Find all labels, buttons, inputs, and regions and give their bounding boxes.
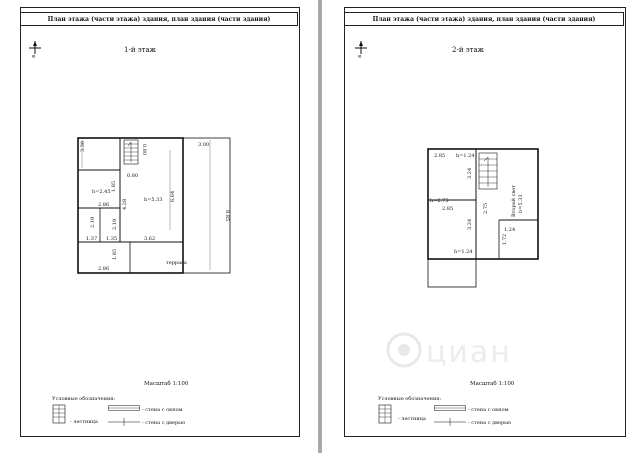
page-title: План этажа (части этажа) здания, план зд… — [344, 12, 624, 26]
room-height-1: h=2.45 — [92, 189, 111, 195]
dim-324b: 3.24 — [467, 219, 473, 230]
dim-124: 1.24 — [504, 227, 515, 233]
legend-title: Условные обозначения: — [378, 396, 442, 402]
stairs-legend-icon — [378, 404, 392, 424]
floor-plan-2: 2.85 h=1.24 3.24 h=2.75 2.85 2.75 3.24 1… — [427, 148, 539, 288]
stairs-icon — [123, 139, 139, 165]
door-wall-legend-icon — [434, 418, 466, 426]
page-2: План этажа (части этажа) здания, план зд… — [322, 0, 640, 453]
dim-324a: 3.24 — [467, 168, 473, 179]
legend-door-wall: - стена с дверью — [142, 420, 186, 426]
legend-window-wall: - стена с окном — [142, 407, 183, 413]
dim-275: 2.75 — [483, 203, 489, 214]
window-wall-legend-icon — [434, 405, 466, 411]
dim-137: 1.37 — [86, 236, 97, 242]
dim-664: 6.64 — [170, 191, 176, 202]
second-light-label: Второй свет — [511, 185, 517, 217]
page-1: План этажа (части этажа) здания, план зд… — [0, 0, 318, 453]
dim-185b: 1.85 — [112, 249, 118, 260]
compass-icon: ю — [29, 41, 41, 59]
svg-text:ю: ю — [32, 54, 36, 59]
floor-label: 2-й этаж — [452, 46, 485, 54]
room-height-275: h=2.75 — [430, 198, 449, 204]
page-frame — [20, 7, 300, 437]
dim-right-height: 8.85 — [224, 210, 230, 221]
dim-172: 1.72 — [502, 234, 508, 245]
window-wall-legend-icon — [108, 405, 140, 411]
floor-label: 1-й этаж — [124, 46, 157, 54]
dim-219b: 2.19 — [112, 219, 118, 230]
dim-top-right: 3.00 — [198, 142, 209, 148]
page-title: План этажа (части этажа) здания, план зд… — [20, 12, 298, 26]
door-wall-legend-icon — [108, 418, 140, 426]
compass-icon: ю — [355, 41, 367, 59]
dim-left-top: 3.36 — [80, 141, 86, 152]
dim-285b: 2.85 — [442, 206, 453, 212]
scale-label: Масштаб 1:100 — [470, 381, 515, 387]
dim-285a: 2.85 — [434, 153, 445, 159]
page-frame — [344, 7, 626, 437]
dim-428: 4.28 — [122, 199, 128, 210]
room-height-124b: h=1.24 — [454, 249, 473, 255]
dim-135: 1.35 — [106, 236, 117, 242]
scale-label: Масштаб 1:100 — [144, 381, 189, 387]
terrace-label: терраса — [166, 260, 187, 266]
room-height-main: h=5.33 — [144, 197, 163, 203]
dim-219a: 2.19 — [90, 217, 96, 228]
svg-text:ю: ю — [358, 54, 362, 59]
dim-362: 3.62 — [144, 236, 155, 242]
stairs-icon — [478, 152, 498, 190]
dim-stair-w: 0.80 — [127, 173, 138, 179]
dim-stair-h: 0.80 — [141, 144, 147, 155]
legend-stairs: - лестница — [398, 416, 426, 422]
legend-stairs: - лестница — [70, 419, 98, 425]
dim-286a: 2.86 — [98, 202, 109, 208]
room-height-533: h=5.33 — [518, 194, 524, 213]
dim-286b: 2.86 — [98, 266, 109, 272]
watermark-logo — [386, 332, 422, 368]
floor-plan-1: 3.00 8.85 3.36 0.80 0.80 h=2.45 1.85 4.2… — [77, 137, 231, 274]
legend-title: Условные обозначения: — [52, 396, 116, 402]
room-height-124a: h=1.24 — [456, 153, 475, 159]
dim-185a: 1.85 — [111, 181, 117, 192]
stairs-legend-icon — [52, 404, 66, 424]
legend-door-wall: - стена с дверью — [468, 420, 512, 426]
legend-window-wall: - стена с окном — [468, 407, 509, 413]
watermark-text: циан — [426, 335, 512, 370]
